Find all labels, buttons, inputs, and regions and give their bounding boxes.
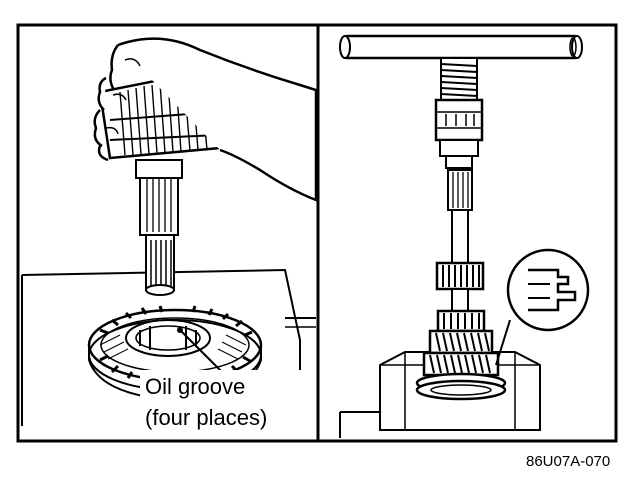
oil-groove-label: Oil groove (four places) (140, 370, 308, 432)
callout-leader (179, 329, 223, 373)
left-panel: Oil groove (four places) (21, 37, 318, 432)
callout-arrowhead (177, 327, 183, 333)
small-gear (435, 261, 485, 312)
detail-callout (495, 248, 590, 366)
callout-line-1: Oil groove (145, 374, 245, 399)
callout-line-2: (four places) (145, 405, 267, 430)
puller-body (434, 98, 484, 169)
figure-code: 86U07A-070 (526, 453, 610, 470)
threaded-rod (440, 57, 478, 101)
press-handle (339, 34, 583, 60)
gear-stack (415, 309, 507, 401)
hand (93, 37, 318, 202)
output-shaft (135, 159, 183, 296)
mainshaft (447, 167, 473, 264)
right-panel (339, 34, 590, 438)
